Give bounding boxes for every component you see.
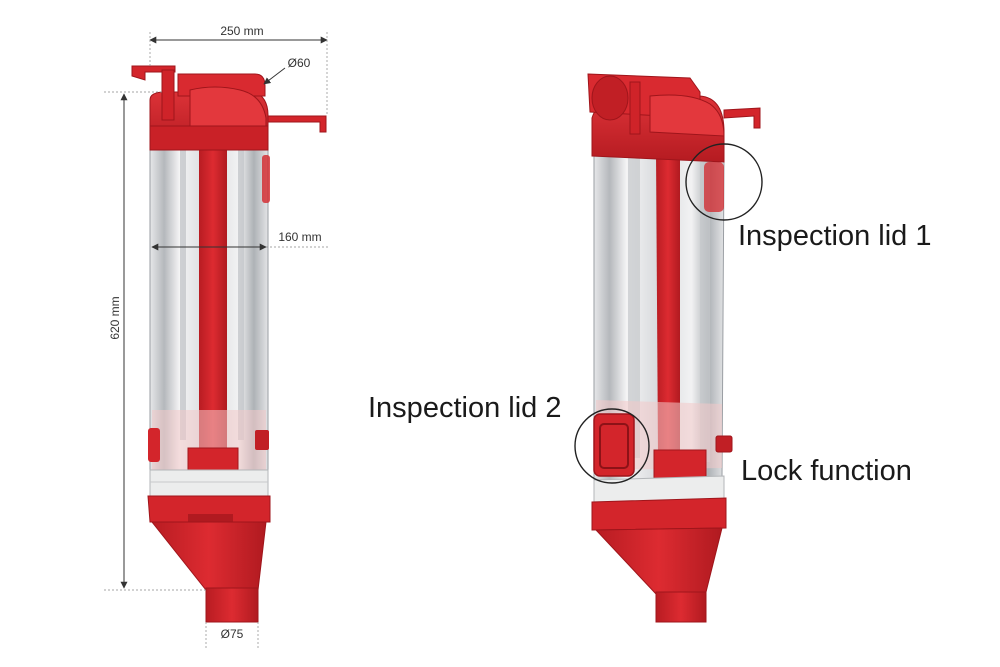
callout-lock-label: Lock function	[741, 455, 912, 487]
dim-outlet-label: Ø75	[221, 627, 244, 641]
callout-lid-1-label: Inspection lid 1	[738, 220, 931, 252]
left-unit	[131, 65, 327, 623]
right-unit	[587, 73, 761, 623]
callout-lid-2-label: Inspection lid 2	[368, 392, 561, 424]
right-inner-core	[656, 150, 680, 455]
lock-latch	[715, 435, 733, 453]
left-bottom-collar	[149, 469, 269, 497]
left-bottom-base	[147, 495, 271, 523]
dim-inner-width-label: 160 mm	[278, 230, 321, 244]
dim-height-label: 620 mm	[108, 296, 122, 339]
right-outlet-pipe	[655, 591, 707, 623]
inspection-lid-1	[704, 162, 724, 212]
dimension-lines	[104, 32, 328, 648]
right-bottom-base	[591, 497, 727, 531]
left-inner-core	[199, 148, 227, 448]
callout-circle-lid-2	[574, 408, 650, 484]
left-outlet-pipe	[205, 587, 259, 623]
right-hopper-cone	[594, 527, 723, 595]
dim-width-label: 250 mm	[220, 24, 263, 38]
left-side-lid-top	[262, 155, 270, 203]
inspection-lid-2	[593, 413, 635, 477]
callout-circle-lid-1	[685, 143, 763, 221]
dim-pipe-top-label: Ø60	[288, 56, 311, 70]
left-hopper-cone	[150, 521, 267, 591]
